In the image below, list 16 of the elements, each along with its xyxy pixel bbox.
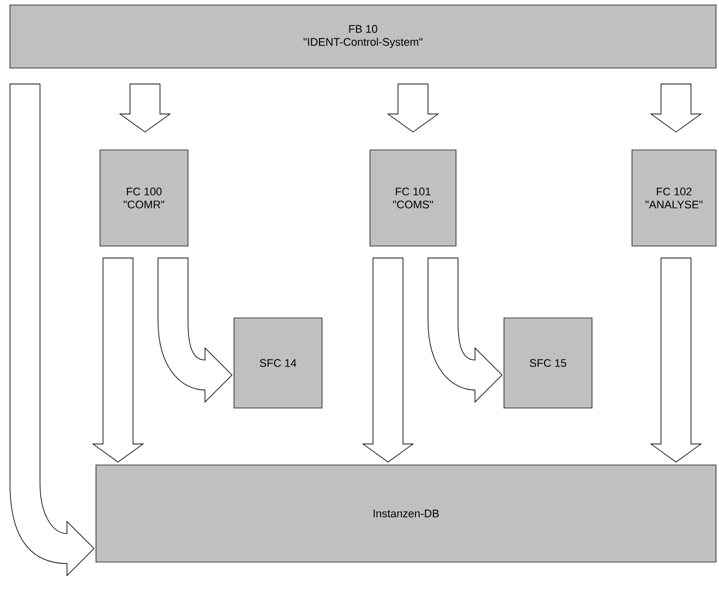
block-arrow bbox=[10, 84, 94, 576]
block-box: SFC 15 bbox=[504, 318, 592, 408]
block-arrow bbox=[92, 258, 144, 462]
block-arrow bbox=[650, 84, 702, 132]
block-box: SFC 14 bbox=[234, 318, 322, 408]
block-arrow bbox=[386, 84, 440, 132]
block-box: FC 101 "COMS" bbox=[370, 150, 456, 246]
block-box: FC 100 "COMR" bbox=[100, 150, 188, 246]
block-arrow bbox=[158, 258, 232, 402]
block-arrow bbox=[650, 258, 702, 462]
block-arrow bbox=[118, 84, 172, 132]
block-arrow bbox=[362, 258, 414, 462]
block-box: Instanzen-DB bbox=[96, 464, 716, 562]
block-box: FB 10 "IDENT-Control-System" bbox=[10, 4, 716, 68]
block-box: FC 102 "ANALYSE" bbox=[632, 150, 716, 246]
block-arrow bbox=[428, 258, 502, 402]
